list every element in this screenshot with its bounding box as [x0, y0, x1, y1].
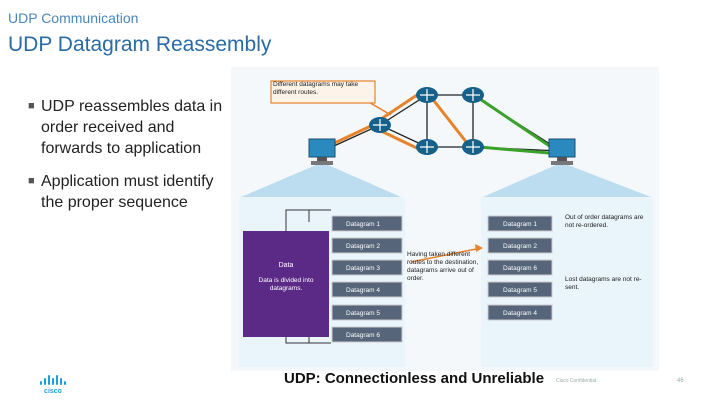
route-arrows [325, 89, 552, 155]
bullet-item: ■ UDP reassembles data in order received… [28, 96, 228, 159]
application-data-title: Data [279, 262, 294, 269]
page-title: UDP Datagram Reassembly [8, 33, 272, 56]
reorder-note: Out of order datagrams are not re-ordere… [565, 214, 644, 229]
sent-datagram: Datagram 2 [331, 237, 403, 254]
route-callout-text-wrap: Different datagrams may take different r… [273, 81, 359, 96]
received-datagram-label: Datagram 5 [503, 287, 537, 294]
right-note-top-wrap: Out of order datagrams are not re-ordere… [565, 214, 644, 229]
sent-datagram: Datagram 3 [331, 259, 403, 276]
sent-datagram-label: Datagram 3 [346, 265, 380, 272]
received-datagram: Datagram 5 [487, 281, 553, 298]
application-data-caption: Data is divided into datagrams. [258, 277, 314, 292]
cisco-logo: cisco [40, 375, 66, 395]
sent-datagram-label: Datagram 2 [346, 243, 380, 250]
lost-note: Lost datagrams are not re-sent. [565, 276, 642, 291]
sent-datagram-label: Datagram 5 [346, 310, 380, 317]
sent-datagram-label: Datagram 4 [346, 287, 380, 294]
received-datagram-label: Datagram 2 [503, 243, 537, 250]
bullet-list: ■ UDP reassembles data in order received… [28, 96, 228, 225]
page-number: 46 [677, 378, 684, 384]
router-icon [462, 87, 484, 103]
router-icon [369, 117, 391, 133]
bullet-marker-icon: ■ [28, 100, 35, 112]
received-datagram: Datagram 2 [487, 237, 553, 254]
received-datagram-label: Datagram 6 [503, 265, 537, 272]
arrival-note-wrap: Having taken different routes to the des… [407, 251, 479, 282]
bullet-item: ■ Application must identify the proper s… [28, 171, 228, 213]
route-callout [270, 80, 376, 104]
sent-datagram-label: Datagram 1 [346, 221, 380, 228]
sent-datagram: Datagram 4 [331, 281, 403, 298]
application-caption-wrap: Data is divided into datagrams. [258, 277, 314, 292]
footer-confidential: Cisco Confidential [556, 378, 597, 384]
received-datagram-label: Datagram 4 [503, 310, 537, 317]
section-title: UDP Communication [8, 10, 139, 26]
router-icon [416, 139, 438, 155]
sent-datagram: Datagram 5 [331, 304, 403, 321]
bullet-marker-icon: ■ [28, 175, 35, 187]
logo-wordmark: cisco [44, 388, 62, 395]
received-datagram: Datagram 6 [487, 259, 553, 276]
footer-title: UDP: Connectionless and Unreliable [284, 370, 545, 387]
bullet-text: Application must identify the proper seq… [41, 173, 214, 211]
sender-beam [241, 165, 401, 197]
route-callout-text: Different datagrams may take different r… [273, 81, 359, 96]
sent-datagram: Datagram 1 [331, 215, 403, 232]
router-icon [462, 139, 484, 155]
application-data-box [243, 231, 329, 337]
received-datagram-label: Datagram 1 [503, 221, 537, 228]
right-note-bottom-wrap: Lost datagrams are not re-sent. [565, 276, 642, 291]
sent-datagram-label: Datagram 6 [346, 332, 380, 339]
arrival-arrow [410, 244, 483, 263]
computer-icon [308, 138, 336, 165]
receiver-beam [483, 165, 651, 197]
sent-datagram: Datagram 6 [331, 326, 403, 343]
bullet-text: UDP reassembles data in order received a… [41, 98, 223, 157]
received-datagram: Datagram 1 [487, 215, 553, 232]
arrival-note: Having taken different routes to the des… [407, 251, 479, 282]
router-icon [416, 87, 438, 103]
reassembly-diagram: Different datagrams may take different r… [231, 67, 659, 371]
computer-icon [548, 138, 576, 165]
received-datagram: Datagram 4 [487, 304, 553, 321]
